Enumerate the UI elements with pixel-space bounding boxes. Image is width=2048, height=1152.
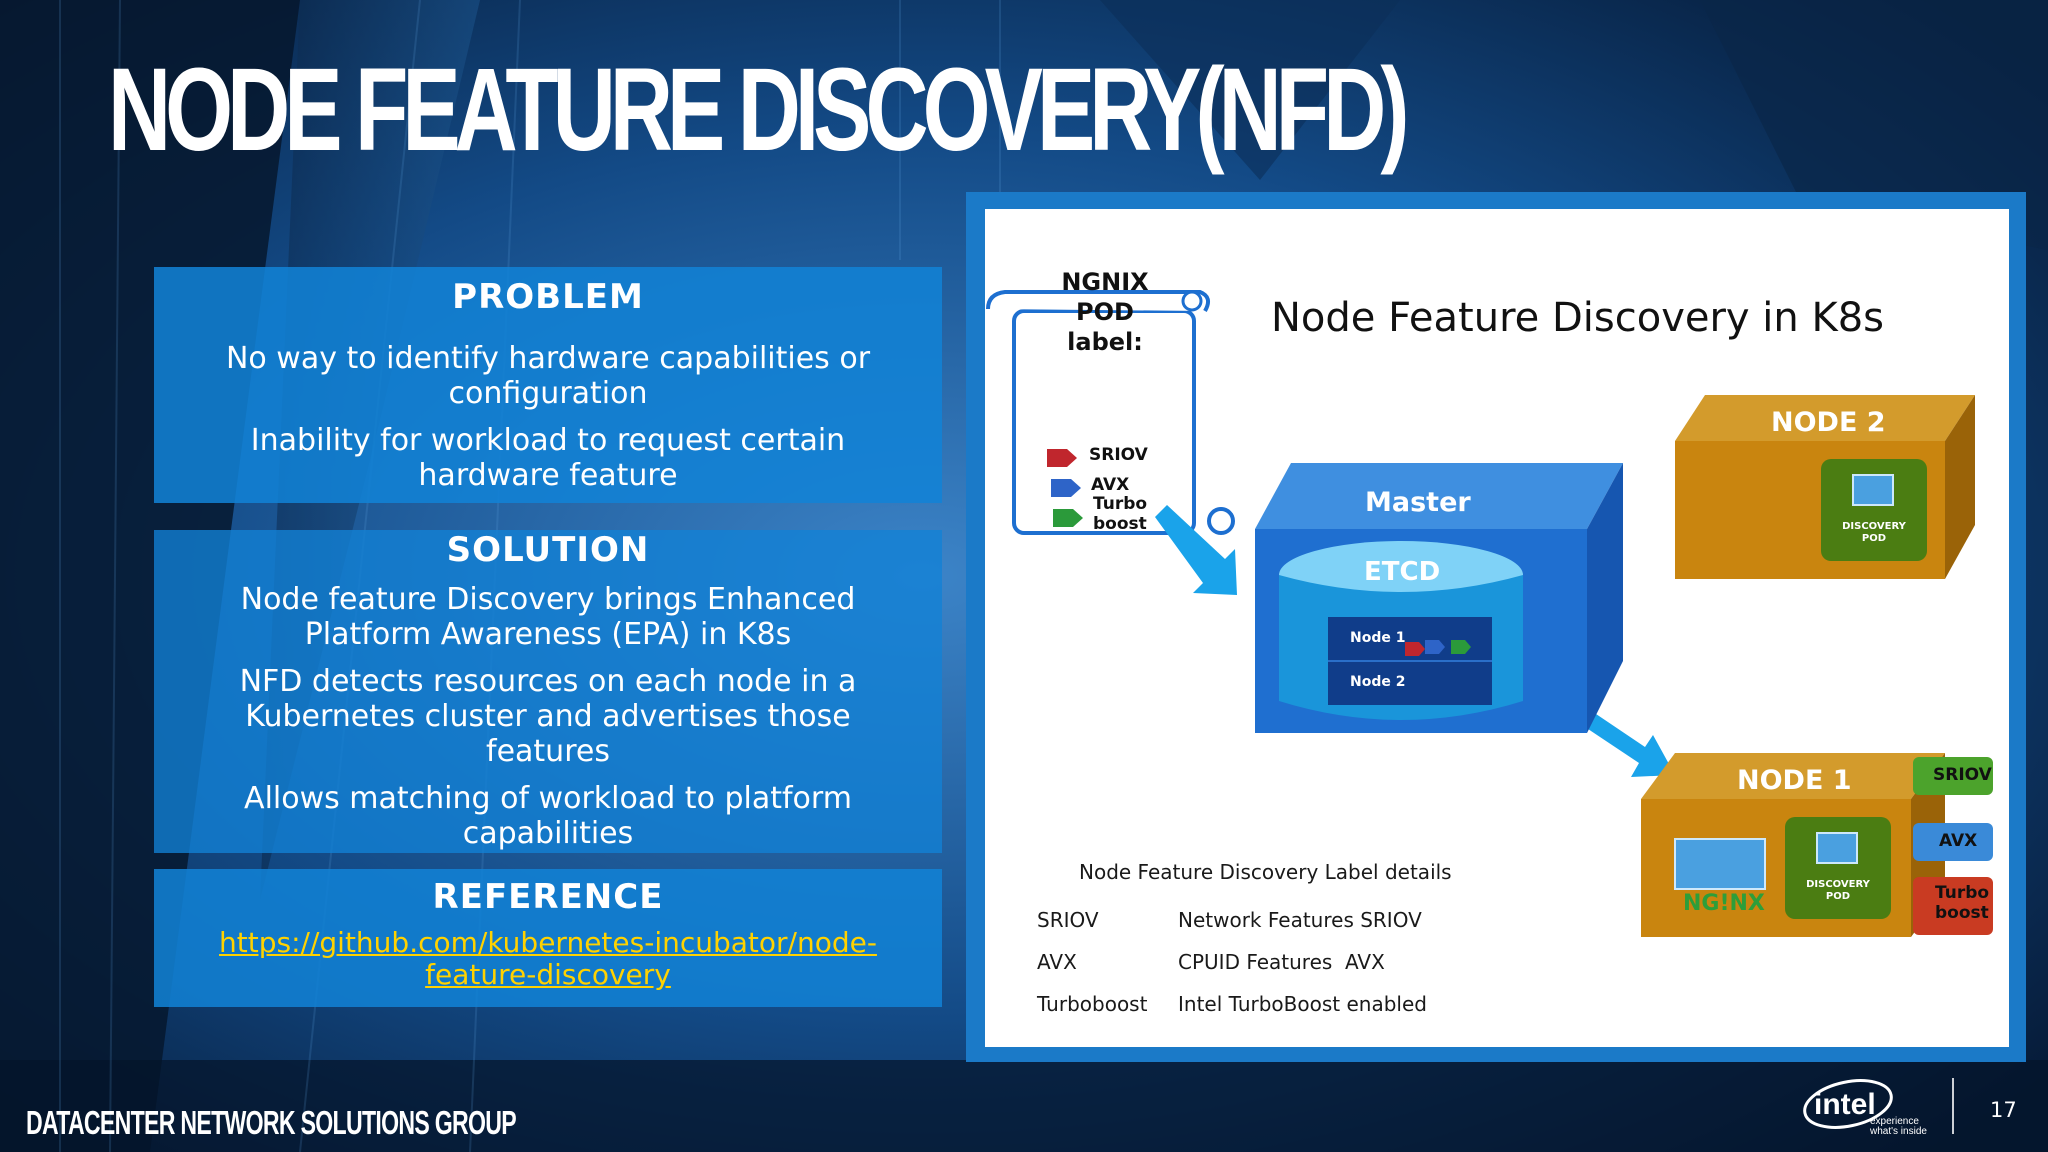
solution-panel: SOLUTION Node feature Discovery brings E… xyxy=(154,530,942,853)
container-icon xyxy=(1816,832,1858,864)
footer-group-name: DATACENTER NETWORK SOLUTIONS GROUP xyxy=(26,1104,517,1141)
node1-discovery-pod-line-2: POD xyxy=(1825,891,1851,902)
intel-brand: intel xyxy=(1814,1088,1876,1121)
pod-label-line-3: label: xyxy=(1067,328,1143,356)
intel-tagline-1: experience xyxy=(1870,1116,1919,1127)
problem-line-1: No way to identify hardware capabilities… xyxy=(225,341,871,411)
arrow-to-master-icon xyxy=(1155,505,1237,595)
label-detail-desc-2: CPUID Features AVX xyxy=(1178,950,1385,974)
diagram-title: Node Feature Discovery in K8s xyxy=(1271,295,1885,341)
node2-discovery-pod-line-2: POD xyxy=(1861,533,1887,544)
solution-heading: SOLUTION xyxy=(446,530,650,570)
diagram-graphics xyxy=(986,290,1993,937)
tag-avx-label: AVX xyxy=(1091,475,1130,495)
reference-panel: REFERENCE https://github.com/kubernetes-… xyxy=(154,869,942,1007)
tag-boost-label: boost xyxy=(1093,514,1147,534)
problem-panel: PROBLEM No way to identify hardware capa… xyxy=(154,267,942,503)
node2-cube xyxy=(1675,395,1975,579)
container-icon xyxy=(1852,474,1894,506)
feature-turbo-label: Turbo xyxy=(1935,883,1990,903)
solution-line-2: NFD detects resources on each node in a … xyxy=(239,664,857,769)
node1-discovery-pod-line-1: DISCOVERY xyxy=(1806,879,1870,890)
etcd-row-node2: Node 2 xyxy=(1350,674,1406,690)
master-label: Master xyxy=(1365,487,1471,518)
label-detail-name-2: AVX xyxy=(1037,950,1077,974)
nfd-diagram: Node Feature Discovery in K8s xyxy=(985,209,2009,1047)
reference-link[interactable]: https://github.com/kubernetes-incubator/… xyxy=(219,926,877,991)
nginx-container-icon xyxy=(1674,838,1766,890)
feature-avx-label: AVX xyxy=(1939,831,1978,851)
label-detail-name-1: SRIOV xyxy=(1037,908,1099,932)
footer-divider xyxy=(1952,1078,1954,1134)
label-details-heading: Node Feature Discovery Label details xyxy=(1079,860,1452,884)
pod-label-line-2: POD xyxy=(1076,298,1134,326)
tag-turbo-label: Turbo xyxy=(1093,494,1148,514)
page-number: 17 xyxy=(1990,1098,2017,1122)
feature-ribbons xyxy=(1913,757,1993,935)
solution-line-1: Node feature Discovery brings Enhanced P… xyxy=(240,582,856,652)
problem-heading: PROBLEM xyxy=(452,277,644,317)
feature-sriov-label: SRIOV xyxy=(1933,765,1992,785)
node1-label: NODE 1 xyxy=(1737,765,1852,796)
nginx-label: NG!NX xyxy=(1683,891,1765,916)
problem-line-2: Inability for workload to request certai… xyxy=(250,423,846,493)
sriov-tag-icon xyxy=(1047,449,1077,467)
etcd-row-node1: Node 1 xyxy=(1350,630,1406,646)
avx-tag-icon xyxy=(1051,479,1081,497)
slide-title: NODE FEATURE DISCOVERY(NFD) xyxy=(108,44,1409,176)
label-detail-name-3: Turboboost xyxy=(1037,992,1148,1016)
etcd-label: ETCD xyxy=(1364,557,1441,587)
pod-label-line-1: NGNIX xyxy=(1061,268,1149,296)
label-detail-desc-1: Network Features SRIOV xyxy=(1178,908,1422,932)
intel-tagline-2: what's inside xyxy=(1869,1126,1927,1136)
node2-label: NODE 2 xyxy=(1771,407,1886,438)
pod-label-scroll xyxy=(986,290,1235,535)
label-detail-desc-3: Intel TurboBoost enabled xyxy=(1178,992,1427,1016)
reference-heading: REFERENCE xyxy=(432,877,664,917)
intel-logo-icon: intel experience what's inside xyxy=(1803,1079,1927,1136)
feature-boost-label: boost xyxy=(1935,903,1989,923)
node2-discovery-pod-line-1: DISCOVERY xyxy=(1842,521,1906,532)
tag-sriov-label: SRIOV xyxy=(1089,445,1148,465)
solution-line-3: Allows matching of workload to platform … xyxy=(244,781,852,851)
master-cube xyxy=(1255,463,1623,733)
turbo-tag-icon xyxy=(1053,509,1083,527)
